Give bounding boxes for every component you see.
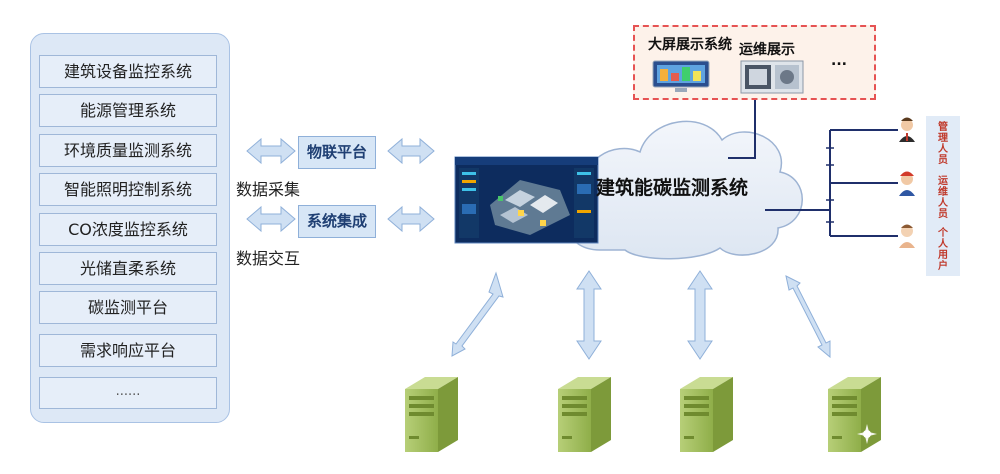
system-item-more[interactable]: ...... [39, 377, 217, 409]
arrow-server-4 [785, 275, 831, 359]
system-item-carbon-monitoring[interactable]: 碳监测平台 [39, 291, 217, 324]
arrow-server-3 [687, 270, 713, 360]
sparkle-icon [857, 424, 877, 444]
ops-display-title: 运维展示 [739, 42, 795, 58]
data-exchange-label: 数据交互 [236, 249, 301, 268]
big-screen-monitor-icon [652, 60, 710, 92]
system-item-building-equipment[interactable]: 建筑设备监控系统 [39, 55, 217, 88]
personal-user-avatar [899, 224, 915, 248]
personal-user-label: 个人用户 [938, 228, 948, 272]
server-3 [680, 377, 733, 452]
system-item-demand-response[interactable]: 需求响应平台 [39, 334, 217, 367]
system-integration-box[interactable]: 系统集成 [298, 205, 376, 238]
center-system-title: 建筑能碳监测系统 [596, 177, 749, 199]
double-arrow-left-integration [246, 205, 296, 233]
arrow-server-1 [451, 271, 504, 357]
arrow-server-2 [576, 270, 602, 360]
operator-label: 运维人员 [938, 176, 948, 220]
system-item-environment-quality[interactable]: 环境质量监测系统 [39, 134, 217, 167]
user-panel [926, 116, 960, 276]
double-arrow-right-iot [387, 137, 435, 165]
manager-avatar [899, 117, 915, 142]
double-arrow-left-iot [246, 137, 296, 165]
connector-display [728, 100, 756, 159]
operator-avatar [899, 171, 915, 196]
system-item-smart-lighting[interactable]: 智能照明控制系统 [39, 173, 217, 206]
server-2 [558, 377, 611, 452]
system-item-pedf[interactable]: 光储直柔系统 [39, 252, 217, 285]
more-display-ellipsis: ... [831, 53, 847, 69]
iot-platform-box[interactable]: 物联平台 [298, 136, 376, 169]
system-item-energy-management[interactable]: 能源管理系统 [39, 94, 217, 127]
big-screen-title: 大屏展示系统 [648, 37, 732, 53]
dashboard-screenshot [454, 156, 599, 244]
user-connector [765, 129, 898, 237]
double-arrow-right-integration [387, 205, 435, 233]
data-collection-label: 数据采集 [236, 180, 301, 199]
system-item-co-concentration[interactable]: CO浓度监控系统 [39, 213, 217, 246]
ops-device-icon [740, 60, 804, 94]
manager-label: 管理人员 [938, 122, 948, 166]
server-4 [828, 377, 881, 452]
server-1 [405, 377, 458, 452]
display-systems-box: 大屏展示系统 运维展示 ... [633, 25, 876, 100]
